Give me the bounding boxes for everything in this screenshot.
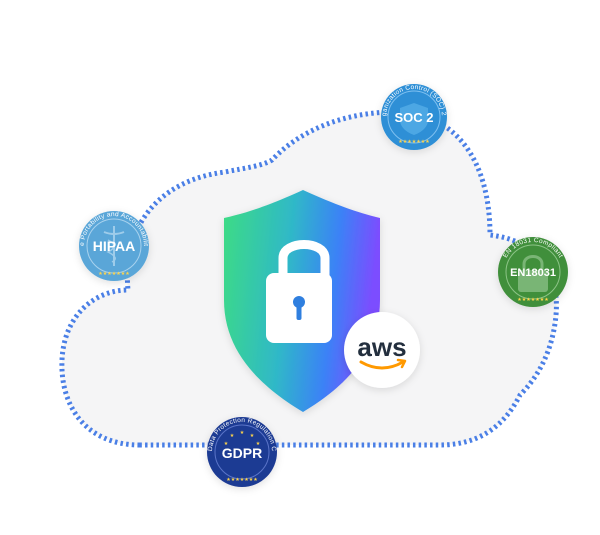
aws-badge: aws	[344, 312, 420, 388]
soc2-label: SOC 2	[394, 110, 433, 125]
star-row-icon: ★★★★★★★	[398, 139, 430, 145]
shield-icon	[400, 103, 428, 135]
lock-icon	[518, 255, 548, 292]
en18031-label: EN18031	[510, 267, 556, 279]
star-row-icon: ★★★★★★★	[517, 297, 549, 303]
svg-text:★: ★	[240, 430, 245, 436]
hipaa-ring-text: Health Insurance Portability and Account…	[0, 0, 149, 246]
star-row-icon: ★★★★★★★	[98, 271, 130, 277]
svg-text:★: ★	[230, 433, 235, 439]
svg-text:★: ★	[250, 433, 255, 439]
star-row-icon: ★★★★★★★	[226, 477, 258, 483]
eu-stars-icon: ★ ★ ★ ★ ★	[224, 430, 261, 447]
aws-badge-label: aws	[357, 332, 406, 362]
aws-smile-icon	[359, 360, 405, 370]
hipaa-badge: Health Insurance Portability and Account…	[0, 0, 149, 281]
svg-text:★: ★	[256, 441, 261, 447]
padlock-icon	[266, 240, 332, 343]
hipaa-label: HIPAA	[93, 238, 136, 254]
svg-text:★: ★	[224, 441, 229, 447]
caduceus-icon	[103, 226, 125, 266]
gdpr-label: GDPR	[222, 445, 262, 461]
soc2-ring-text: Service Organization Control (SOC) 2 Com…	[0, 0, 447, 118]
en18031-badge: EN 18031 Compliant EN18031 ★★★★★★★	[498, 237, 568, 307]
